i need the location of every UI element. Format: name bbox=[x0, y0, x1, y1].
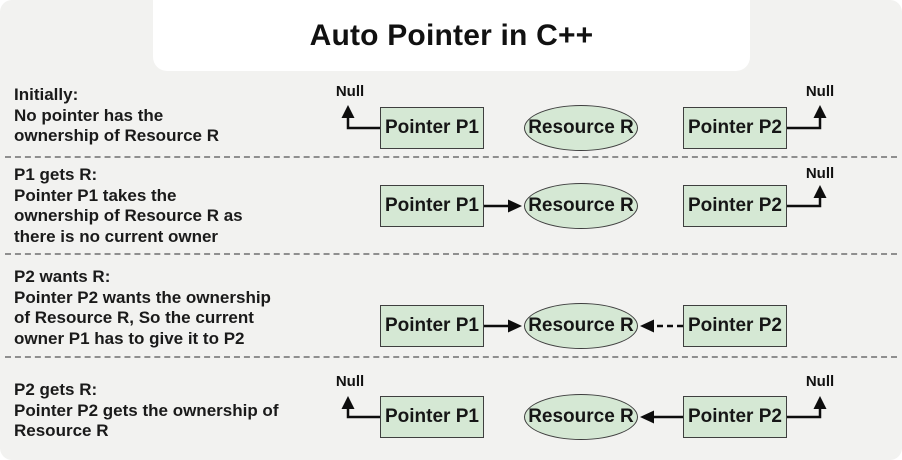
resource-r-node: Resource R bbox=[524, 105, 638, 151]
null-arrowhead-right bbox=[813, 185, 827, 198]
row-description: P2 wants R: Pointer P2 wants the ownersh… bbox=[14, 267, 271, 348]
ownership-arrowhead-p2 bbox=[640, 410, 654, 424]
null-arrowhead-right bbox=[813, 396, 827, 409]
null-arrow-right bbox=[787, 197, 822, 208]
row-p2-gets-r: P2 gets R: Pointer P2 gets the ownership… bbox=[0, 358, 902, 460]
null-arrowhead-right bbox=[813, 105, 827, 118]
pointer-p2-node: Pointer P2 bbox=[683, 107, 787, 149]
row-p1-gets-r: P1 gets R: Pointer P1 takes the ownershi… bbox=[0, 158, 902, 255]
row-description: P1 gets R: Pointer P1 takes the ownershi… bbox=[14, 165, 243, 246]
null-arrowhead-left bbox=[341, 396, 355, 409]
resource-r-node: Resource R bbox=[524, 183, 638, 229]
pointer-p1-node: Pointer P1 bbox=[380, 107, 484, 149]
null-label: Null bbox=[805, 83, 835, 100]
ownership-arrowhead-p1 bbox=[508, 319, 522, 333]
pointer-p2-node: Pointer P2 bbox=[683, 185, 787, 227]
null-arrow-right bbox=[787, 408, 822, 419]
pointer-p1-node: Pointer P1 bbox=[380, 396, 484, 438]
row-p2-wants-r: P2 wants R: Pointer P2 wants the ownersh… bbox=[0, 255, 902, 358]
pointer-p2-node: Pointer P2 bbox=[683, 305, 787, 347]
row-initially: Initially: No pointer has the ownership … bbox=[0, 71, 902, 158]
pointer-p1-node: Pointer P1 bbox=[380, 305, 484, 347]
row-separator bbox=[5, 253, 897, 255]
ownership-arrowhead-p1 bbox=[508, 199, 522, 213]
null-label: Null bbox=[335, 373, 365, 390]
title-card: Auto Pointer in C++ bbox=[153, 0, 750, 71]
row-description: Initially: No pointer has the ownership … bbox=[14, 85, 219, 145]
resource-r-node: Resource R bbox=[524, 303, 638, 349]
null-label: Null bbox=[805, 373, 835, 390]
null-arrow-left bbox=[346, 408, 380, 419]
row-separator bbox=[5, 156, 897, 158]
pointer-p1-node: Pointer P1 bbox=[380, 185, 484, 227]
null-arrowhead-left bbox=[341, 105, 355, 118]
page-title: Auto Pointer in C++ bbox=[309, 18, 594, 52]
null-arrow-right bbox=[787, 117, 822, 130]
row-description: P2 gets R: Pointer P2 gets the ownership… bbox=[14, 380, 279, 440]
null-label: Null bbox=[335, 83, 365, 100]
row-separator bbox=[5, 356, 897, 358]
null-arrow-left bbox=[346, 117, 380, 130]
null-label: Null bbox=[805, 165, 835, 182]
request-arrowhead-p2 bbox=[640, 319, 654, 333]
resource-r-node: Resource R bbox=[524, 394, 638, 440]
pointer-p2-node: Pointer P2 bbox=[683, 396, 787, 438]
